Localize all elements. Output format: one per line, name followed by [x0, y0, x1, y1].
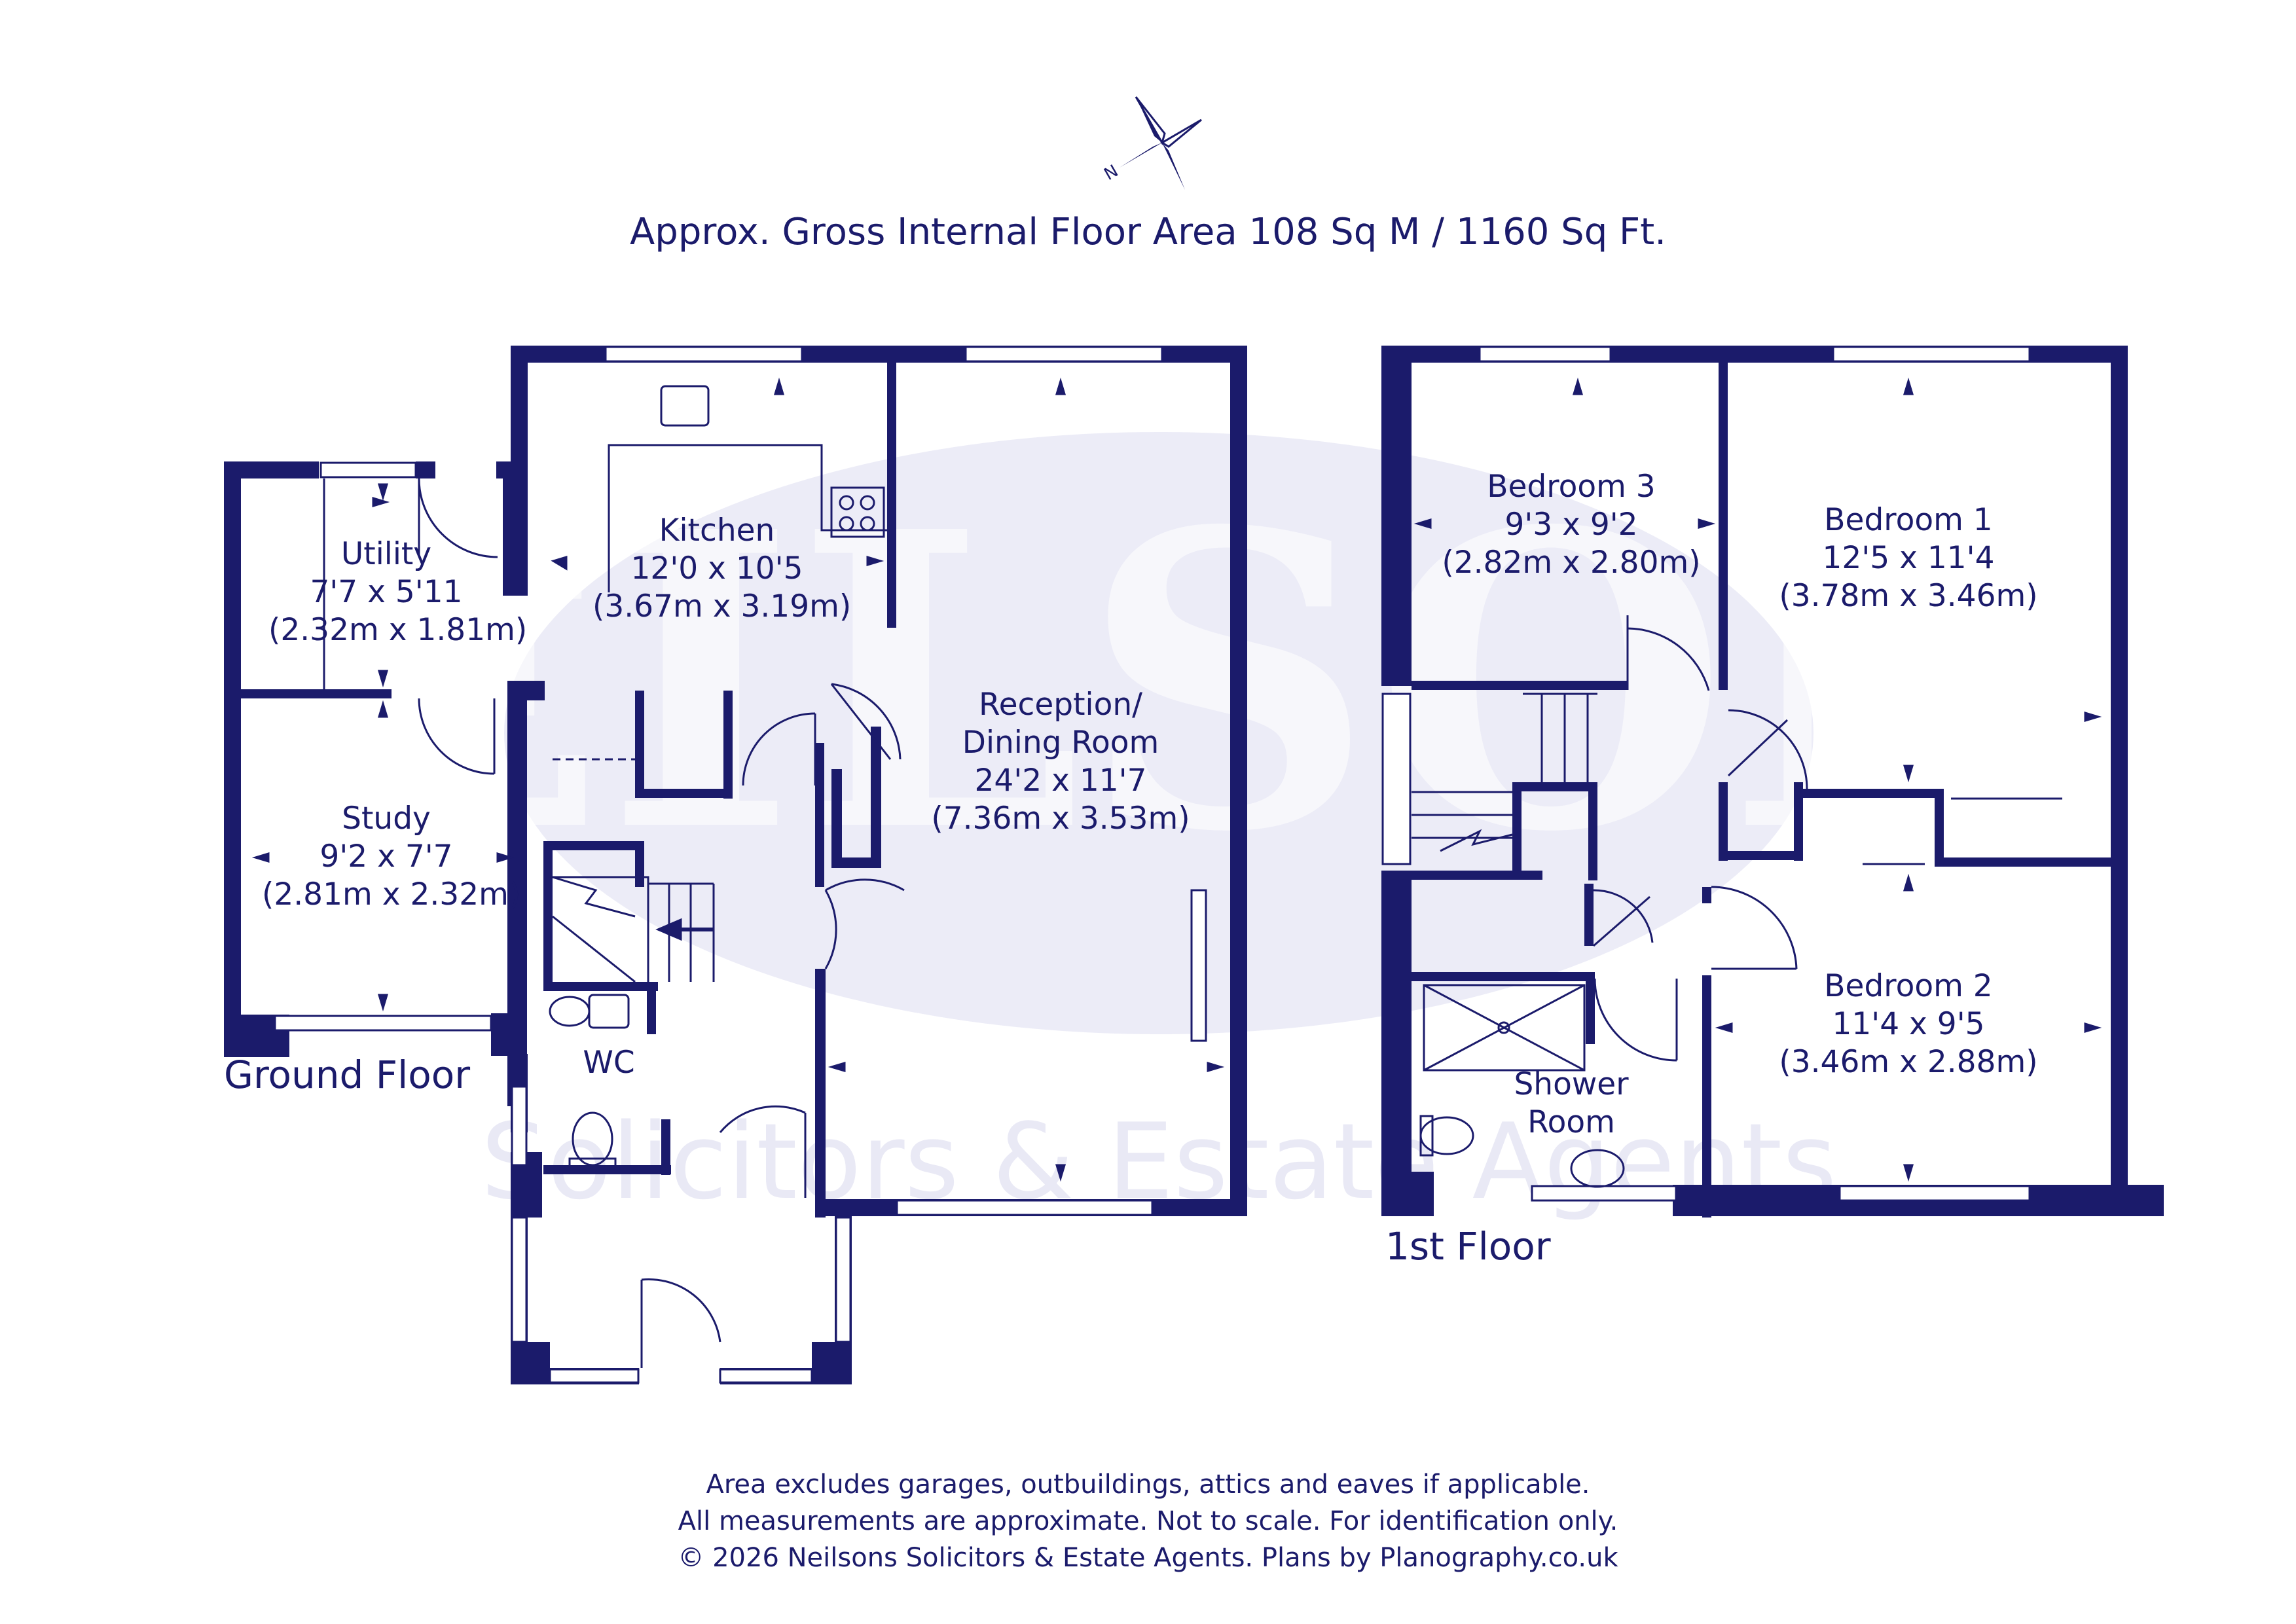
room-label-kitchen: Kitchen 12'0 x 10'5 (3.67m x 3.19m) [592, 512, 852, 626]
room-name: Study [342, 801, 431, 837]
footer-line-2: All measurements are approximate. Not to… [678, 1506, 1618, 1536]
room-label-bedroom-1: Bedroom 1 12'5 x 11'4 (3.78m x 3.46m) [1777, 501, 2039, 615]
dimension-arrows [251, 377, 2102, 1182]
compass-icon: N [1101, 96, 1202, 190]
floor-area-title: Approx. Gross Internal Floor Area 108 Sq… [629, 211, 1667, 253]
room-name-line2: Room [1527, 1104, 1615, 1140]
room-name: Bedroom 2 [1824, 968, 1993, 1004]
room-label-bedroom-3: Bedroom 3 9'3 x 9'2 (2.82m x 2.80m) [1440, 468, 1702, 582]
room-size-imperial: 9'3 x 9'2 [1504, 507, 1638, 543]
room-name: Bedroom 1 [1824, 502, 1993, 538]
footer-notes: Area excludes garages, outbuildings, att… [0, 1466, 2296, 1576]
floor-label-ground: Ground Floor [224, 1053, 471, 1097]
room-label-reception: Reception/ Dining Room 24'2 x 11'7 (7.36… [923, 686, 1198, 838]
room-size-imperial: 7'7 x 5'11 [310, 574, 463, 610]
room-name: Utility [340, 536, 432, 572]
room-size-metric: (7.36m x 3.53m) [931, 801, 1190, 837]
room-size-metric: (2.82m x 2.80m) [1442, 545, 1701, 581]
room-size-imperial: 11'4 x 9'5 [1832, 1006, 1985, 1042]
compass-north-label: N [1101, 161, 1122, 185]
room-size-metric: (2.32m x 1.81m) [268, 612, 528, 648]
footer-line-1: Area excludes garages, outbuildings, att… [706, 1470, 1590, 1500]
room-label-shower: Shower Room [1506, 1066, 1637, 1142]
room-label-wc: WC [583, 1045, 635, 1081]
room-name: Kitchen [659, 513, 775, 549]
room-name-line2: Dining Room [962, 725, 1159, 761]
room-size-metric: (3.67m x 3.19m) [592, 588, 852, 624]
room-size-imperial: 9'2 x 7'7 [319, 839, 453, 875]
room-name: Bedroom 3 [1487, 469, 1656, 505]
room-size-metric: (2.81m x 2.32m) [262, 876, 521, 912]
room-label-bedroom-2: Bedroom 2 11'4 x 9'5 (3.46m x 2.88m) [1777, 967, 2039, 1081]
room-label-utility: Utility 7'7 x 5'11 (2.32m x 1.81m) [268, 535, 528, 649]
room-name: Reception/ [979, 687, 1142, 723]
footer-line-3: © 2026 Neilsons Solicitors & Estate Agen… [678, 1543, 1618, 1573]
room-size-metric: (3.46m x 2.88m) [1779, 1044, 2038, 1080]
room-size-metric: (3.78m x 3.46m) [1779, 578, 2038, 614]
room-label-study: Study 9'2 x 7'7 (2.81m x 2.32m) [262, 800, 521, 914]
room-size-imperial: 12'5 x 11'4 [1822, 540, 1995, 576]
room-name: Shower [1514, 1066, 1629, 1102]
floor-label-first: 1st Floor [1385, 1224, 1551, 1269]
room-size-imperial: 24'2 x 11'7 [974, 763, 1147, 799]
room-size-imperial: 12'0 x 10'5 [630, 550, 803, 586]
